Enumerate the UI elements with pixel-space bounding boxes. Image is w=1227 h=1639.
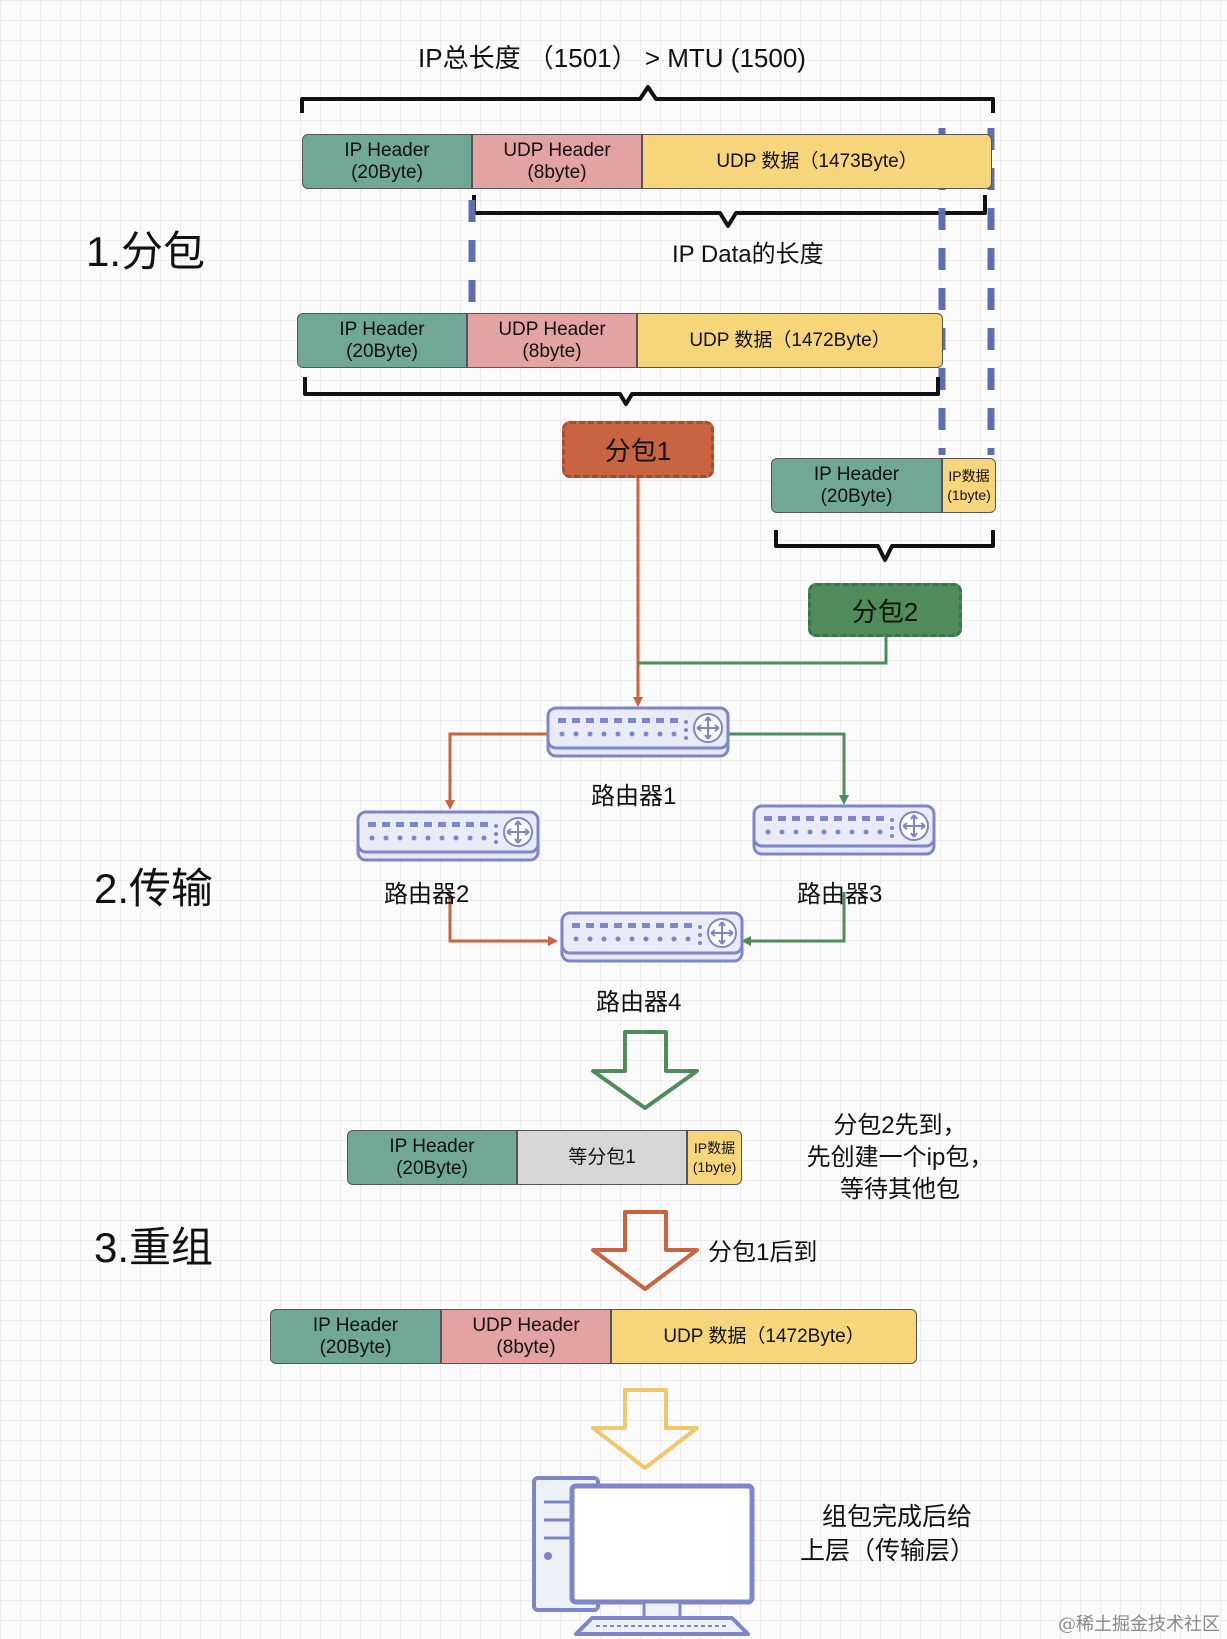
router3-to-router4 (741, 892, 846, 946)
original-ip-header-line2: (20Byte) (351, 161, 423, 183)
fragment2-ip-data-line2: (1byte) (947, 486, 991, 503)
fragment2-ip-header-line2: (20Byte) (820, 485, 893, 507)
router-4 (560, 911, 744, 963)
waiting-ip-data-line1: IP数据 (693, 1140, 736, 1157)
page-title: IP总长度 （1501） > MTU (1500) (418, 43, 806, 73)
router2-to-router4 (448, 892, 558, 946)
fragment1-udp-data: UDP 数据（1472Byte） (637, 313, 943, 368)
waiting-note-line1: 分包2先到， (833, 1112, 967, 1139)
router2-label: 路由器2 (384, 881, 470, 908)
fragment1-brace (303, 377, 940, 406)
original-ip-header: IP Header (20Byte) (302, 134, 472, 189)
waiting-ip-data: IP数据 (1byte) (687, 1130, 742, 1185)
section-reassemble: 3.重组 (94, 1224, 214, 1271)
down-arrow-green (591, 1030, 699, 1110)
reassembled-udp-header-line2: (8byte) (496, 1336, 556, 1358)
original-ip-header-line1: IP Header (344, 139, 430, 161)
fragment2-ip-header: IP Header (20Byte) (771, 458, 942, 513)
waiting-ip-header-line1: IP Header (389, 1135, 475, 1157)
original-udp-header: UDP Header (8byte) (472, 134, 642, 189)
fragment1-ip-header-line2: (20Byte) (346, 340, 418, 362)
down-arrow-orange (591, 1210, 699, 1291)
router1-label: 路由器1 (591, 783, 677, 810)
final-note: 组包完成后给 上层（传输层） (800, 1500, 975, 1568)
fragment1-udp-header: UDP Header (8byte) (467, 313, 637, 368)
router-1 (546, 706, 730, 758)
reassembled-udp-header: UDP Header (8byte) (441, 1309, 611, 1364)
waiting-ip-header-line2: (20Byte) (396, 1157, 468, 1179)
down-arrow-yellow (591, 1388, 699, 1470)
final-note-line2: 上层（传输层） (800, 1537, 976, 1565)
router-2 (356, 810, 540, 862)
fragment2-to-router1 (638, 628, 888, 665)
router1-to-router3 (728, 732, 849, 805)
waiting-ip-data-line2: (1byte) (692, 1158, 737, 1175)
waiting-placeholder-label: 等分包1 (568, 1146, 636, 1168)
fragment2-ip-header-line1: IP Header (813, 463, 900, 485)
ip-data-brace (472, 195, 987, 228)
ip-data-length-label: IP Data的长度 (672, 241, 824, 268)
arrival-note: 分包1后到 (708, 1239, 818, 1266)
fragment2-brace (774, 530, 995, 562)
fragment2-label: 分包2 (808, 583, 962, 637)
section-fragment: 1.分包 (86, 228, 206, 275)
reassembled-ip-header: IP Header (20Byte) (270, 1309, 441, 1364)
router-3 (752, 804, 936, 856)
router3-label: 路由器3 (797, 881, 883, 908)
section-transmit: 2.传输 (94, 865, 214, 912)
original-udp-data-label: UDP 数据（1473Byte） (716, 150, 918, 172)
fragment1-ip-header-line1: IP Header (339, 318, 425, 340)
waiting-note-line2: 先创建一个ip包， (806, 1144, 994, 1171)
waiting-ip-header: IP Header (20Byte) (347, 1130, 517, 1185)
reassembled-udp-header-line1: UDP Header (472, 1314, 580, 1336)
router4-label: 路由器4 (596, 989, 682, 1016)
fragment1-udp-header-line1: UDP Header (498, 318, 606, 340)
total-length-brace (300, 85, 995, 113)
watermark: @稀土掘金技术社区 (1058, 1614, 1220, 1635)
fragment1-udp-header-line2: (8byte) (522, 340, 582, 362)
waiting-note: 分包2先到， 先创建一个ip包， 等待其他包 (790, 1110, 1010, 1206)
computer-icon (532, 1476, 755, 1636)
reassembled-ip-header-line2: (20Byte) (319, 1336, 392, 1358)
fragment2-ip-data: IP数据 (1byte) (942, 458, 996, 513)
original-udp-header-line1: UDP Header (503, 139, 611, 161)
reassembled-udp-data-label: UDP 数据（1472Byte） (663, 1325, 865, 1347)
waiting-note-line3: 等待其他包 (840, 1176, 960, 1203)
fragment1-label: 分包1 (562, 421, 714, 478)
waiting-placeholder: 等分包1 (517, 1130, 687, 1185)
fragment1-udp-data-label: UDP 数据（1472Byte） (689, 329, 891, 351)
reassembled-ip-header-line1: IP Header (312, 1314, 399, 1336)
fragment1-ip-header: IP Header (20Byte) (297, 313, 467, 368)
original-udp-data: UDP 数据（1473Byte） (642, 134, 992, 189)
final-note-line1: 组包完成后给 (822, 1503, 973, 1531)
reassembled-udp-data: UDP 数据（1472Byte） (611, 1309, 917, 1364)
router1-to-router2 (445, 732, 548, 810)
original-udp-header-line2: (8byte) (527, 161, 587, 183)
fragment2-ip-data-line1: IP数据 (948, 468, 990, 485)
